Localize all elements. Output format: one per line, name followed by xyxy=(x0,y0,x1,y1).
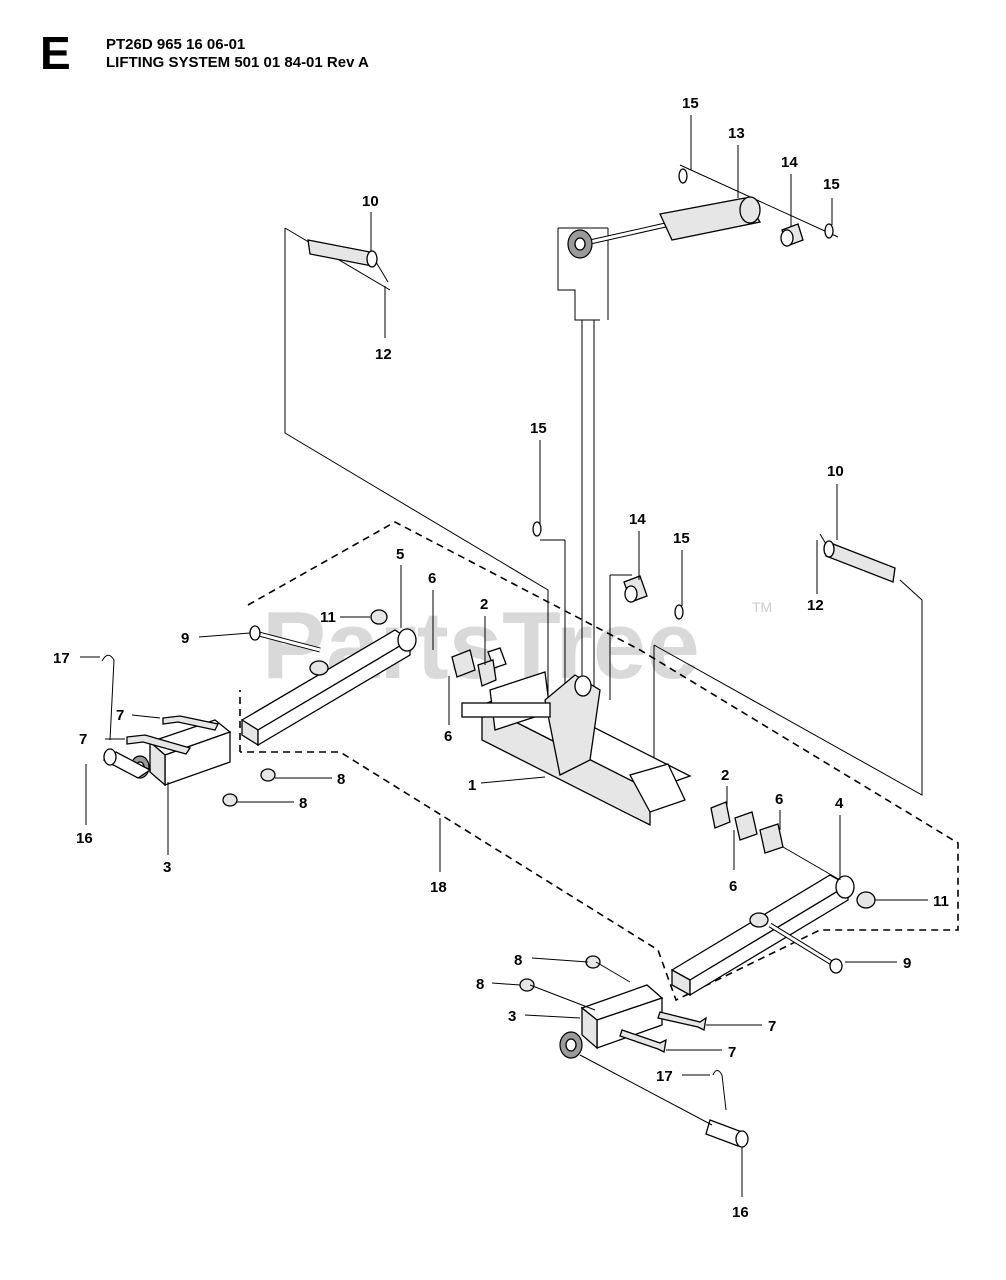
split-pin-17-right xyxy=(712,1070,727,1111)
callout-7: 7 xyxy=(768,1018,776,1035)
bolt-9-right xyxy=(768,922,843,974)
callout-4: 4 xyxy=(835,795,844,812)
callout-3: 3 xyxy=(508,1008,516,1025)
pin-10-left xyxy=(307,239,389,283)
callout-8: 8 xyxy=(337,771,345,788)
callout-8: 8 xyxy=(514,952,522,969)
callout-14: 14 xyxy=(781,154,798,171)
callout-3: 3 xyxy=(163,859,171,876)
callout-2: 2 xyxy=(480,596,488,613)
nut-8-left-upper xyxy=(260,768,276,782)
callout-6: 6 xyxy=(775,791,783,808)
model-line: PT26D 965 16 06-01 xyxy=(106,36,246,53)
callout-17: 17 xyxy=(656,1068,673,1085)
bushings-right xyxy=(710,801,841,881)
callout-16: 16 xyxy=(76,830,93,847)
callout-14: 14 xyxy=(629,511,646,528)
nut-8-right-lower xyxy=(519,978,535,992)
main-frame-1 xyxy=(461,671,692,827)
assembly-boundary-18 xyxy=(239,521,959,1002)
clip-15-top-right xyxy=(824,223,834,239)
bolt-9-left xyxy=(249,625,321,653)
callouts: 15 13 14 15 10 12 15 14 15 10 12 5 6 2 1… xyxy=(53,95,949,1221)
callout-5: 5 xyxy=(396,546,404,563)
nut-8-left-lower xyxy=(222,793,238,807)
callout-16: 16 xyxy=(732,1204,749,1221)
hydraulic-cylinder-13 xyxy=(567,164,839,259)
callout-7: 7 xyxy=(116,707,124,724)
pin-16-left xyxy=(102,748,152,779)
callout-1: 1 xyxy=(468,777,476,794)
pin-14-mid xyxy=(623,575,648,603)
assembly-line: LIFTING SYSTEM 501 01 84-01 Rev A xyxy=(106,54,369,71)
callout-17: 17 xyxy=(53,650,70,667)
callout-15: 15 xyxy=(530,420,547,437)
callout-15: 15 xyxy=(823,176,840,193)
nut-11-right xyxy=(856,891,876,909)
callout-7: 7 xyxy=(79,731,87,748)
callout-12: 12 xyxy=(807,597,824,614)
nut-11-left xyxy=(370,609,388,625)
arm-5 xyxy=(240,628,417,747)
callout-12: 12 xyxy=(375,346,392,363)
pin-14-top xyxy=(780,223,804,247)
pin-10-right xyxy=(819,533,896,583)
arm-4 xyxy=(670,874,855,997)
bolts-7-left xyxy=(126,715,219,755)
pin-16-right xyxy=(579,1054,749,1148)
callout-15: 15 xyxy=(682,95,699,112)
callout-11: 11 xyxy=(933,893,949,910)
bushings-left xyxy=(309,649,497,687)
nut-8-right-upper xyxy=(585,955,601,969)
reference-lines xyxy=(284,227,923,796)
callout-8: 8 xyxy=(299,795,307,812)
callout-6: 6 xyxy=(729,878,737,895)
callout-6: 6 xyxy=(444,728,452,745)
callout-11: 11 xyxy=(320,609,336,626)
bracket-3-right xyxy=(559,984,664,1059)
diagram-title: PT26D 965 16 06-01 LIFTING SYSTEM 501 01… xyxy=(106,36,369,72)
clip-15-top-left xyxy=(678,168,688,184)
leader-lines xyxy=(80,115,928,1197)
callout-8: 8 xyxy=(476,976,484,993)
callout-18: 18 xyxy=(430,879,447,896)
callout-9: 9 xyxy=(181,630,189,647)
callout-6: 6 xyxy=(428,570,436,587)
clip-15-mid-left xyxy=(532,521,542,537)
callout-9: 9 xyxy=(903,955,911,972)
split-pin-17-left xyxy=(101,654,115,741)
bolts-7-right xyxy=(619,1011,707,1053)
callout-7: 7 xyxy=(728,1044,736,1061)
clip-15-mid-right xyxy=(674,604,684,620)
callout-2: 2 xyxy=(721,767,729,784)
watermark-tm: TM xyxy=(752,599,772,615)
callout-10: 10 xyxy=(827,463,844,480)
callout-15: 15 xyxy=(673,530,690,547)
callout-10: 10 xyxy=(362,193,379,210)
section-letter: E xyxy=(40,27,71,79)
callout-13: 13 xyxy=(728,125,745,142)
